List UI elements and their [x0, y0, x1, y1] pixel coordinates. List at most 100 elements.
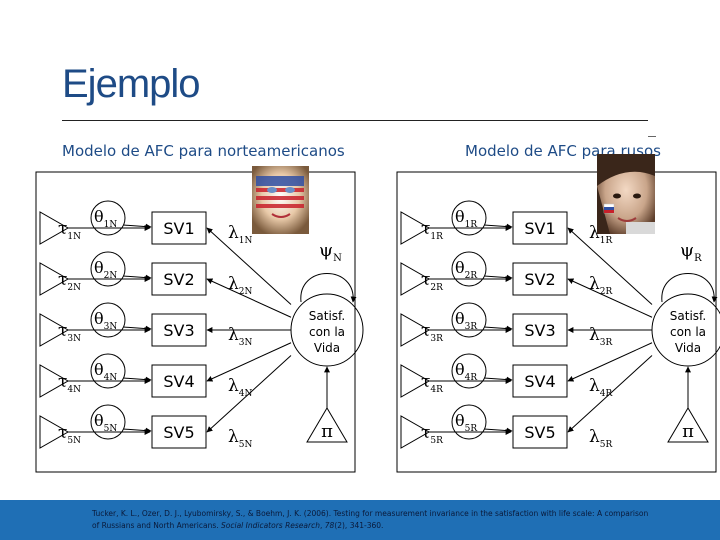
tau-label-4-subscript: 4R: [430, 385, 443, 395]
tau-label-1: τ1N: [58, 219, 81, 242]
theta-label-1-subscript: 1R: [465, 220, 478, 230]
decorative-rule: [648, 136, 656, 137]
tau-label-3: τ3N: [58, 321, 81, 344]
title-underline: [62, 120, 648, 121]
heading-north-american-model: Modelo de AFC para norteamericanos: [62, 142, 345, 160]
theta-label-4-subscript: 4R: [465, 373, 478, 383]
tau-label-4-symbol: τ: [58, 372, 67, 392]
tau-triangle-2: [400, 262, 431, 296]
psi-label: ψN: [319, 240, 342, 264]
loading-arrow-5: [206, 355, 292, 433]
tau-label-5: τ5N: [58, 423, 81, 446]
lambda-label-4: λ4R: [589, 376, 613, 399]
lambda-label-2: λ2R: [589, 274, 613, 297]
theta-label-4: θ4N: [94, 360, 117, 383]
tau-triangle-5: [400, 415, 431, 449]
lambda-label-1-subscript: 1N: [239, 236, 253, 246]
theta-to-item-arrow-1: [122, 223, 152, 230]
tau-label-5-symbol: τ: [58, 423, 67, 443]
theta-to-item-arrow-3: [122, 325, 152, 332]
lambda-label-3-subscript: 3N: [239, 338, 253, 348]
lambda-label-3: λ3N: [228, 325, 253, 348]
lambda-label-5: λ5R: [589, 427, 613, 450]
theta-label-5: θ5N: [94, 411, 117, 434]
theta-to-item-arrow-2: [483, 274, 513, 281]
lambda-label-4-symbol: λ: [589, 376, 600, 396]
tau-label-4-subscript: 4N: [67, 385, 81, 395]
theta-label-1-symbol: θ: [455, 207, 465, 226]
loading-arrow-1: [206, 227, 292, 305]
theta-to-item-arrow-1: [483, 223, 513, 230]
photo-north-american-girl: [252, 166, 309, 234]
psi-label-subscript: R: [694, 253, 702, 264]
theta-to-item-arrow-4: [483, 376, 513, 383]
model-frame-north-american: [35, 171, 356, 473]
theta-circle-3: [90, 302, 126, 338]
item-box-2: [512, 262, 568, 296]
tau-label-1-subscript: 1N: [67, 232, 81, 242]
lambda-label-3: λ3R: [589, 325, 613, 348]
lambda-label-2-subscript: 2R: [600, 287, 613, 297]
theta-label-4-subscript: 4N: [104, 373, 118, 383]
psi-label-subscript: N: [333, 253, 342, 264]
tau-label-2-symbol: τ: [421, 270, 430, 290]
lambda-label-4: λ4N: [228, 376, 253, 399]
tau-triangle-4: [39, 364, 70, 398]
lambda-label-3-subscript: 3R: [600, 338, 613, 348]
theta-label-4-symbol: θ: [94, 360, 104, 379]
lambda-label-1-subscript: 1R: [600, 236, 613, 246]
lambda-label-2-symbol: λ: [589, 274, 600, 294]
item-label-1: SV1: [524, 219, 555, 238]
theta-label-3: θ3R: [455, 309, 477, 332]
theta-label-2-symbol: θ: [94, 258, 104, 277]
loading-arrow-2: [206, 278, 292, 318]
theta-label-4-symbol: θ: [455, 360, 465, 379]
psi-label-symbol: ψ: [319, 240, 333, 261]
item-label-5: SV5: [524, 423, 555, 442]
theta-label-3-subscript: 3N: [104, 322, 118, 332]
lambda-label-5-symbol: λ: [228, 427, 239, 447]
factor-label-line-2: con la: [670, 325, 706, 339]
tau-label-1-subscript: 1R: [430, 232, 443, 242]
pi-triangle: [667, 407, 709, 443]
theta-to-item-arrow-4: [122, 376, 152, 383]
citation-separator: ,: [319, 521, 325, 530]
theta-circle-4: [90, 353, 126, 389]
item-label-3: SV3: [163, 321, 194, 340]
item-label-5: SV5: [163, 423, 194, 442]
item-box-3: [512, 313, 568, 347]
theta-label-5-symbol: θ: [455, 411, 465, 430]
tau-label-5-symbol: τ: [421, 423, 430, 443]
theta-label-2-symbol: θ: [455, 258, 465, 277]
lambda-label-4-symbol: λ: [228, 376, 239, 396]
item-box-1: [512, 211, 568, 245]
theta-label-5: θ5R: [455, 411, 477, 434]
tau-label-5-subscript: 5N: [67, 436, 81, 446]
tau-triangle-3: [39, 313, 70, 347]
lambda-label-5: λ5N: [228, 427, 253, 450]
psi-label: ψR: [680, 240, 702, 264]
tau-label-3: τ3R: [421, 321, 443, 344]
footer-band: [0, 500, 720, 540]
tau-label-4-symbol: τ: [421, 372, 430, 392]
tau-label-4: τ4N: [58, 372, 81, 395]
factor-label-line-1: Satisf.: [309, 309, 345, 323]
theta-label-1: θ1N: [94, 207, 117, 230]
theta-to-item-arrow-2: [122, 274, 152, 281]
loading-arrow-2: [567, 278, 653, 318]
factor-label-line-3: Vida: [675, 341, 701, 355]
item-label-4: SV4: [524, 372, 555, 391]
tau-label-5-subscript: 5R: [430, 436, 443, 446]
loading-arrow-5: [567, 355, 653, 433]
lambda-label-5-symbol: λ: [589, 427, 600, 447]
tau-triangle-1: [39, 211, 70, 245]
tau-triangle-2: [39, 262, 70, 296]
lambda-label-1: λ1R: [589, 223, 613, 246]
theta-label-2: θ2N: [94, 258, 117, 281]
citation-volume: 78: [324, 521, 335, 530]
theta-label-5-subscript: 5N: [104, 424, 118, 434]
lambda-label-3-symbol: λ: [589, 325, 600, 345]
